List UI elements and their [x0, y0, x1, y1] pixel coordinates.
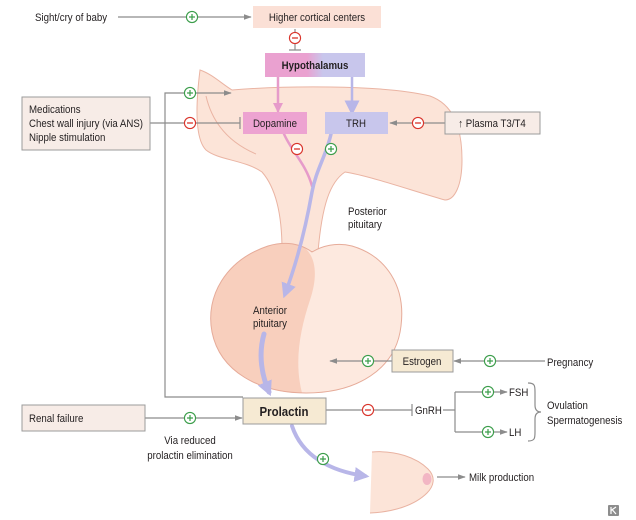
plus-circle-icon — [361, 354, 375, 368]
minus-circle-icon — [361, 403, 375, 417]
posterior-pituitary-label-line2: pituitary — [348, 220, 383, 232]
hypothalamus-tissue — [196, 69, 463, 253]
plus-circle-icon — [183, 411, 197, 425]
trh-pathway-arrow — [281, 132, 333, 299]
ovulation-label: Ovulation — [547, 401, 588, 413]
sight-cry-label: Sight/cry of baby — [35, 13, 108, 25]
pituitary-outline — [210, 243, 403, 394]
gnrh-branch-line — [443, 392, 456, 432]
plus-circle-icon — [481, 385, 495, 399]
tissue-fold-line — [205, 95, 257, 155]
posterior-pituitary-label-line1: Posterior — [348, 207, 387, 219]
dopamine-box — [243, 112, 307, 134]
publisher-logo-icon — [608, 505, 619, 516]
hormone-pathways — [257, 75, 370, 482]
prolactin-label: Prolactin — [260, 404, 309, 419]
minus-circle-icon — [183, 116, 197, 130]
pregnancy-label: Pregnancy — [547, 358, 594, 370]
spermatogenesis-label: Spermatogenesis — [547, 416, 622, 428]
fsh-label: FSH — [509, 388, 528, 400]
minus-circle-icon — [288, 31, 302, 45]
estrogen-box — [391, 349, 454, 373]
boxes — [21, 6, 541, 432]
plus-circle-icon — [316, 452, 330, 466]
prolactin-to-breast-arrow — [290, 424, 370, 482]
renal-note-line2: prolactin elimination — [147, 451, 233, 463]
plus-circle-icon — [483, 354, 497, 368]
breast-illustration — [369, 451, 434, 514]
minus-circle-icon — [411, 116, 425, 130]
dopamine-label: Dopamine — [253, 119, 297, 131]
lh-label: LH — [509, 428, 521, 440]
pituitary-to-prolactin-arrow — [257, 331, 272, 397]
medications-label: Medications — [29, 105, 81, 117]
labels: Sight/cry of baby Higher cortical center… — [29, 13, 622, 485]
prolactin-feedback-arrow — [164, 90, 243, 398]
higher-cortical-centers-box — [253, 6, 381, 28]
plus-circle-icon — [324, 142, 338, 156]
renal-failure-label: Renal failure — [29, 414, 84, 426]
renal-note-line1: Via reduced — [164, 436, 216, 448]
trh-label: TRH — [346, 119, 366, 131]
trh-box — [325, 112, 388, 134]
anterior-pituitary-label-line1: Anterior — [253, 306, 287, 318]
higher-cortical-centers-label: Higher cortical centers — [269, 13, 365, 25]
estrogen-label: Estrogen — [403, 357, 442, 369]
minus-circle-icon — [290, 142, 304, 156]
plasma-t3-t4-box — [444, 111, 541, 135]
plus-circle-icon — [185, 10, 199, 24]
plasma-t3-t4-label: ↑ Plasma T3/T4 — [458, 119, 526, 131]
nipple-stimulation-label: Nipple stimulation — [29, 133, 106, 145]
gnrh-label: GnRH — [415, 406, 442, 418]
chest-wall-injury-label: Chest wall injury (via ANS) — [29, 119, 143, 131]
outcome-brace — [527, 382, 542, 442]
modifiers-box — [21, 96, 151, 151]
plus-circle-icon — [183, 86, 197, 100]
renal-failure-box — [21, 404, 146, 432]
milk-production-label: Milk production — [469, 473, 534, 485]
prolactin-box — [242, 397, 327, 425]
dopamine-pathway — [282, 132, 314, 188]
breast — [369, 451, 434, 514]
plus-circle-icon — [481, 425, 495, 439]
hypothalamus-label: Hypothalamus — [282, 61, 349, 73]
areola — [422, 473, 432, 485]
hypothalamus-box — [265, 53, 365, 77]
connectors — [118, 14, 545, 480]
anterior-pituitary-label-line2: pituitary — [253, 319, 288, 331]
